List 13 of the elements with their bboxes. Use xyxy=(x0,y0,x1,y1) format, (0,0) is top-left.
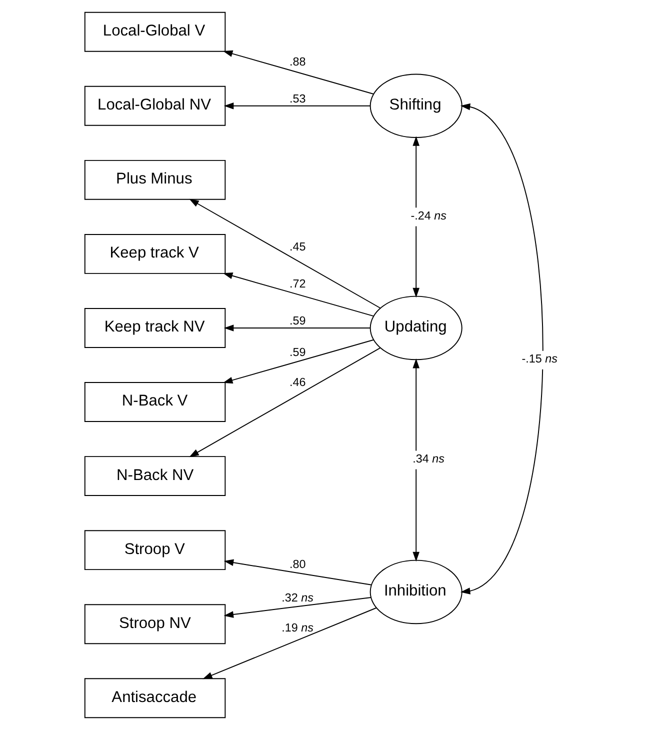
edge-label: .88 xyxy=(288,56,306,69)
edge-label: .59 xyxy=(288,314,306,328)
edge-label: .34 ns xyxy=(412,452,444,466)
edge-label: .32 ns xyxy=(281,591,313,604)
edge-label: -.15 ns xyxy=(521,352,557,366)
edge-label: .46 xyxy=(288,376,306,390)
edge-label: -.24 ns xyxy=(410,209,446,222)
edge-label: .72 xyxy=(288,278,306,291)
edge-label: .19 ns xyxy=(281,622,313,635)
edge-label: .53 xyxy=(288,92,306,106)
edge-label: .59 xyxy=(288,346,306,359)
edge-label: .80 xyxy=(288,558,306,572)
edge-label: .45 xyxy=(288,240,306,254)
